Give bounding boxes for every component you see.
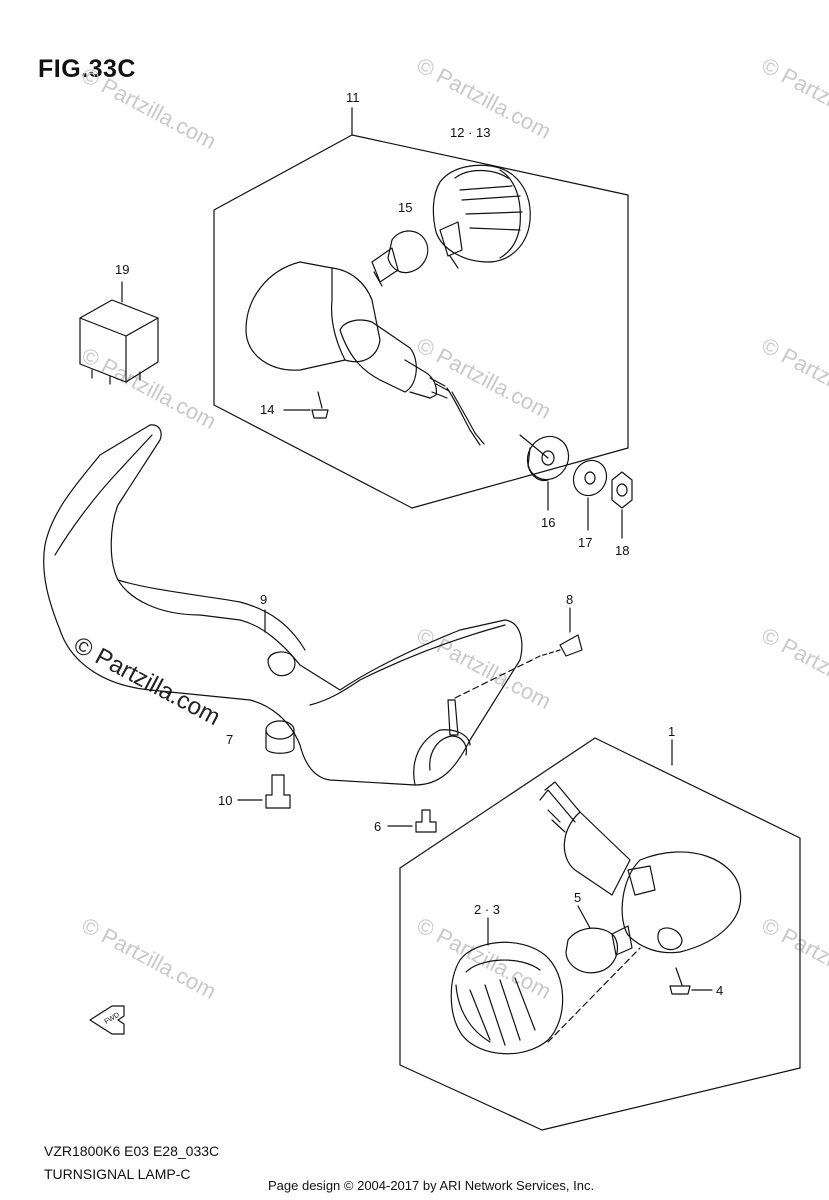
- fwd-arrow-icon: [89, 1005, 125, 1035]
- callout-7: 7: [226, 732, 233, 747]
- callout-labels: 11 12 · 13 15 19 14 16 17 18 8 9 7 1 10 …: [104, 90, 724, 1026]
- leader-line: [454, 655, 541, 699]
- figure-title: FIG.33C: [38, 55, 136, 83]
- screw-8: [539, 634, 583, 657]
- screw-14: [283, 391, 329, 419]
- leader-line: [547, 947, 641, 1043]
- callout-19: 19: [115, 262, 129, 277]
- watermark: © Partzilla.com: [758, 622, 829, 714]
- lower-lamp-housing: [539, 781, 742, 954]
- screw-4: [669, 967, 691, 995]
- callout-5: 5: [574, 890, 581, 905]
- upper-bulb: [371, 230, 429, 287]
- leader-line: [519, 434, 549, 459]
- fwd-label: FWD: [104, 1012, 121, 1026]
- watermark: © Partzilla.com: [758, 52, 829, 144]
- washer-17: [572, 459, 608, 497]
- callout-6: 6: [374, 819, 381, 834]
- callout-11: 11: [346, 90, 360, 105]
- diagram-name: TURNSIGNAL LAMP-C: [44, 1166, 191, 1182]
- callout-2-3: 2 · 3: [474, 902, 500, 917]
- page-footer: Page design © 2004-2017 by ARI Network S…: [268, 1178, 595, 1193]
- callout-8: 8: [566, 592, 573, 607]
- watermark: © Partzilla.com: [78, 912, 221, 1004]
- callout-12-13: 12 · 13: [450, 125, 490, 140]
- watermark: © Partzilla.com: [78, 342, 221, 434]
- upper-lens-socket: [432, 164, 531, 269]
- callout-9: 9: [260, 592, 267, 607]
- watermark: © Partzilla.com: [413, 912, 556, 1004]
- watermark: © Partzilla.com: [758, 332, 829, 424]
- watermark-main: © Partzilla.com: [69, 631, 224, 731]
- callout-4: 4: [716, 983, 723, 998]
- cushion-16: [526, 435, 570, 482]
- bracket-9: [43, 424, 523, 786]
- callout-10: 10: [218, 793, 232, 808]
- callout-18: 18: [615, 543, 629, 558]
- callout-1: 1: [668, 724, 675, 739]
- callout-17: 17: [578, 535, 592, 550]
- diagram-code: VZR1800K6 E03 E28_033C: [44, 1143, 220, 1159]
- callout-16: 16: [541, 515, 555, 530]
- grommet-7: [265, 720, 295, 754]
- watermark: © Partzilla.com: [413, 622, 556, 714]
- lower-lamp-assembly-box: [399, 737, 801, 1131]
- nut-18: [611, 471, 633, 509]
- bolt-10: [265, 774, 291, 809]
- watermark: © Partzilla.com: [78, 62, 221, 154]
- watermark: © Partzilla.com: [758, 912, 829, 1004]
- relay-19: [79, 299, 159, 385]
- callout-15: 15: [398, 200, 412, 215]
- lower-bulb: [565, 925, 633, 974]
- upper-lamp-housing: [245, 261, 485, 446]
- watermark: © Partzilla.com: [413, 332, 556, 424]
- callout-14: 14: [260, 402, 274, 417]
- watermark-layer: © Partzilla.com © Partzilla.com © Partzi…: [69, 52, 829, 1004]
- lower-lens: [450, 941, 564, 1055]
- screw-6: [415, 809, 437, 833]
- leader-line: [577, 905, 591, 929]
- upper-lamp-assembly-box: [213, 134, 629, 509]
